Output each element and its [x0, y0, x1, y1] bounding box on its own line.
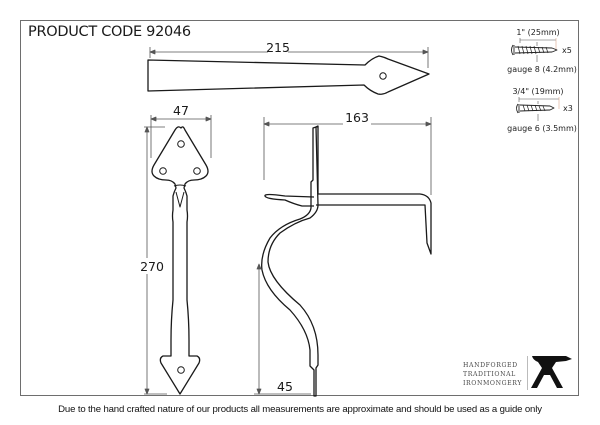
handle-outline	[151, 126, 209, 395]
brand-line-1: HANDFORGED	[463, 362, 518, 369]
strap-dimension-line	[149, 47, 429, 68]
screw-2-dimension	[518, 97, 560, 121]
screw-1-quantity: x5	[562, 46, 572, 55]
strap-length-label: 215	[266, 40, 290, 55]
handle-bottom-screw-hole	[177, 366, 185, 374]
brand-line-3: IRONMONGERY	[463, 380, 523, 387]
screw-2-gauge: gauge 6 (3.5mm)	[507, 124, 577, 133]
latch-depth-label: 163	[345, 110, 369, 125]
drawing-frame	[20, 20, 579, 396]
handle-top-screw-hole	[177, 140, 185, 148]
anvil-logo-icon	[531, 356, 572, 388]
disclaimer-text: Due to the hand crafted nature of our pr…	[58, 404, 542, 415]
screw-2-length: 3/4" (19mm)	[512, 87, 563, 96]
handle-width-label: 47	[173, 103, 189, 118]
handle-width-dimension-line	[150, 115, 212, 158]
strap-screw-hole	[379, 72, 387, 80]
handle-neck-detail	[173, 184, 187, 208]
screw-2-icon	[516, 103, 555, 114]
latch-lower-label: 45	[277, 379, 293, 394]
strap-outline	[147, 55, 430, 95]
screw-1-icon	[511, 44, 558, 56]
latch-bar-outline	[315, 125, 432, 255]
latch-thumb-plate	[264, 193, 315, 207]
latch-depth-dimension-line	[263, 117, 432, 195]
product-code-title: PRODUCT CODE 92046	[28, 24, 191, 40]
screw-1-gauge: gauge 8 (4.2mm)	[507, 65, 577, 74]
latch-lower-dimension-line	[254, 263, 311, 395]
handle-left-screw-hole	[159, 167, 167, 175]
screw-1-length: 1" (25mm)	[516, 28, 559, 37]
brand-line-2: TRADITIONAL	[463, 371, 516, 378]
brand-text: HANDFORGED TRADITIONAL IRONMONGERY	[463, 361, 522, 388]
screw-1-dimension	[519, 38, 557, 62]
handle-height-label: 270	[140, 259, 164, 274]
latch-shank-outline	[261, 126, 319, 397]
brand-divider	[527, 356, 528, 390]
handle-right-screw-hole	[193, 167, 201, 175]
screw-2-quantity: x3	[563, 104, 573, 113]
